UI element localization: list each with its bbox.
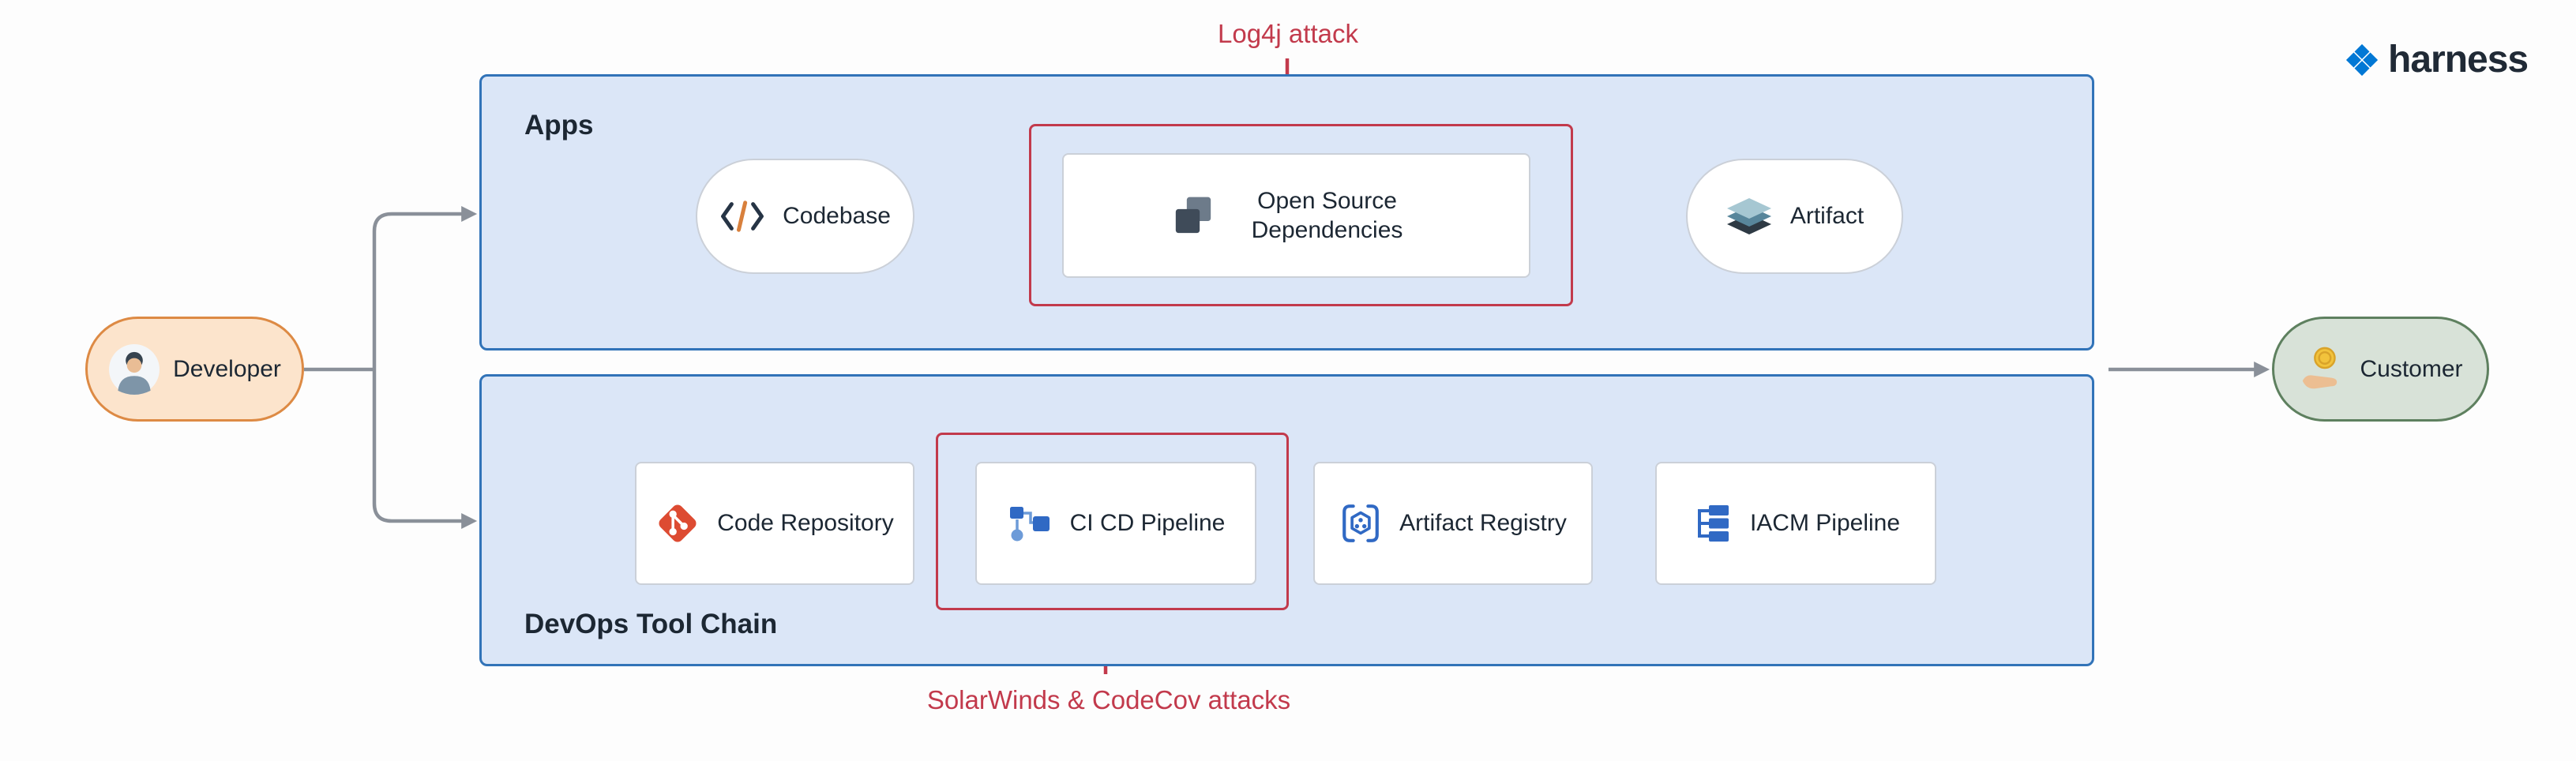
iacm-pipeline-label: IACM Pipeline: [1749, 510, 1901, 536]
developer-node: Developer: [85, 317, 304, 422]
harness-logo-icon: [2344, 42, 2380, 77]
harness-logo-text: harness: [2388, 39, 2529, 81]
layers-icon: [1726, 198, 1771, 234]
apps-title: Apps: [524, 110, 594, 141]
developer-label: Developer: [173, 355, 281, 382]
iacm-hierarchy-icon: [1697, 505, 1729, 542]
open-source-dependencies-node: Open Source Dependencies: [1062, 153, 1530, 278]
customer-hand-coin-icon: [2303, 347, 2338, 388]
edge-developer-to-devops: [372, 369, 478, 529]
code-repository-label: Code Repository: [717, 510, 894, 536]
harness-logo: harness: [2344, 38, 2529, 81]
artifact-label: Artifact: [1789, 203, 1864, 229]
ci-cd-pipeline-node: CI CD Pipeline: [975, 462, 1256, 585]
annotation-solarwinds-attack: SolarWinds & CodeCov attacks: [926, 685, 1291, 714]
apps-container: Apps Codebase Open Source Dependencies: [479, 74, 2094, 351]
codebase-label: Codebase: [783, 203, 891, 229]
edge-developer-to-apps: [372, 206, 478, 369]
log4j-highlight-box: [1029, 124, 1573, 306]
pipeline-icon: [1009, 507, 1050, 542]
artifact-node: Artifact: [1686, 159, 1903, 274]
dependencies-icon: [1175, 197, 1211, 234]
artifact-registry-node: Artifact Registry: [1313, 462, 1593, 585]
artifact-registry-label: Artifact Registry: [1399, 510, 1567, 536]
code-repository-node: Code Repository: [635, 462, 914, 585]
devops-toolchain-container: DevOps Tool Chain Code Repository CI CD …: [479, 374, 2094, 666]
package-registry-icon: [1342, 504, 1379, 542]
customer-label: Customer: [2360, 355, 2463, 382]
code-icon: [721, 201, 764, 232]
developer-avatar-icon: [109, 343, 160, 395]
ci-cd-pipeline-label: CI CD Pipeline: [1069, 510, 1226, 536]
open-source-dependencies-label: Open Source Dependencies: [1251, 187, 1403, 244]
customer-node: Customer: [2272, 317, 2489, 422]
annotation-log4j-attack: Log4j attack: [1218, 19, 1358, 48]
codebase-node: Codebase: [696, 159, 914, 274]
devops-toolchain-title: DevOps Tool Chain: [524, 609, 778, 639]
iacm-pipeline-node: IACM Pipeline: [1655, 462, 1936, 585]
solarwinds-highlight-box: [936, 433, 1289, 610]
git-icon: [659, 504, 697, 542]
